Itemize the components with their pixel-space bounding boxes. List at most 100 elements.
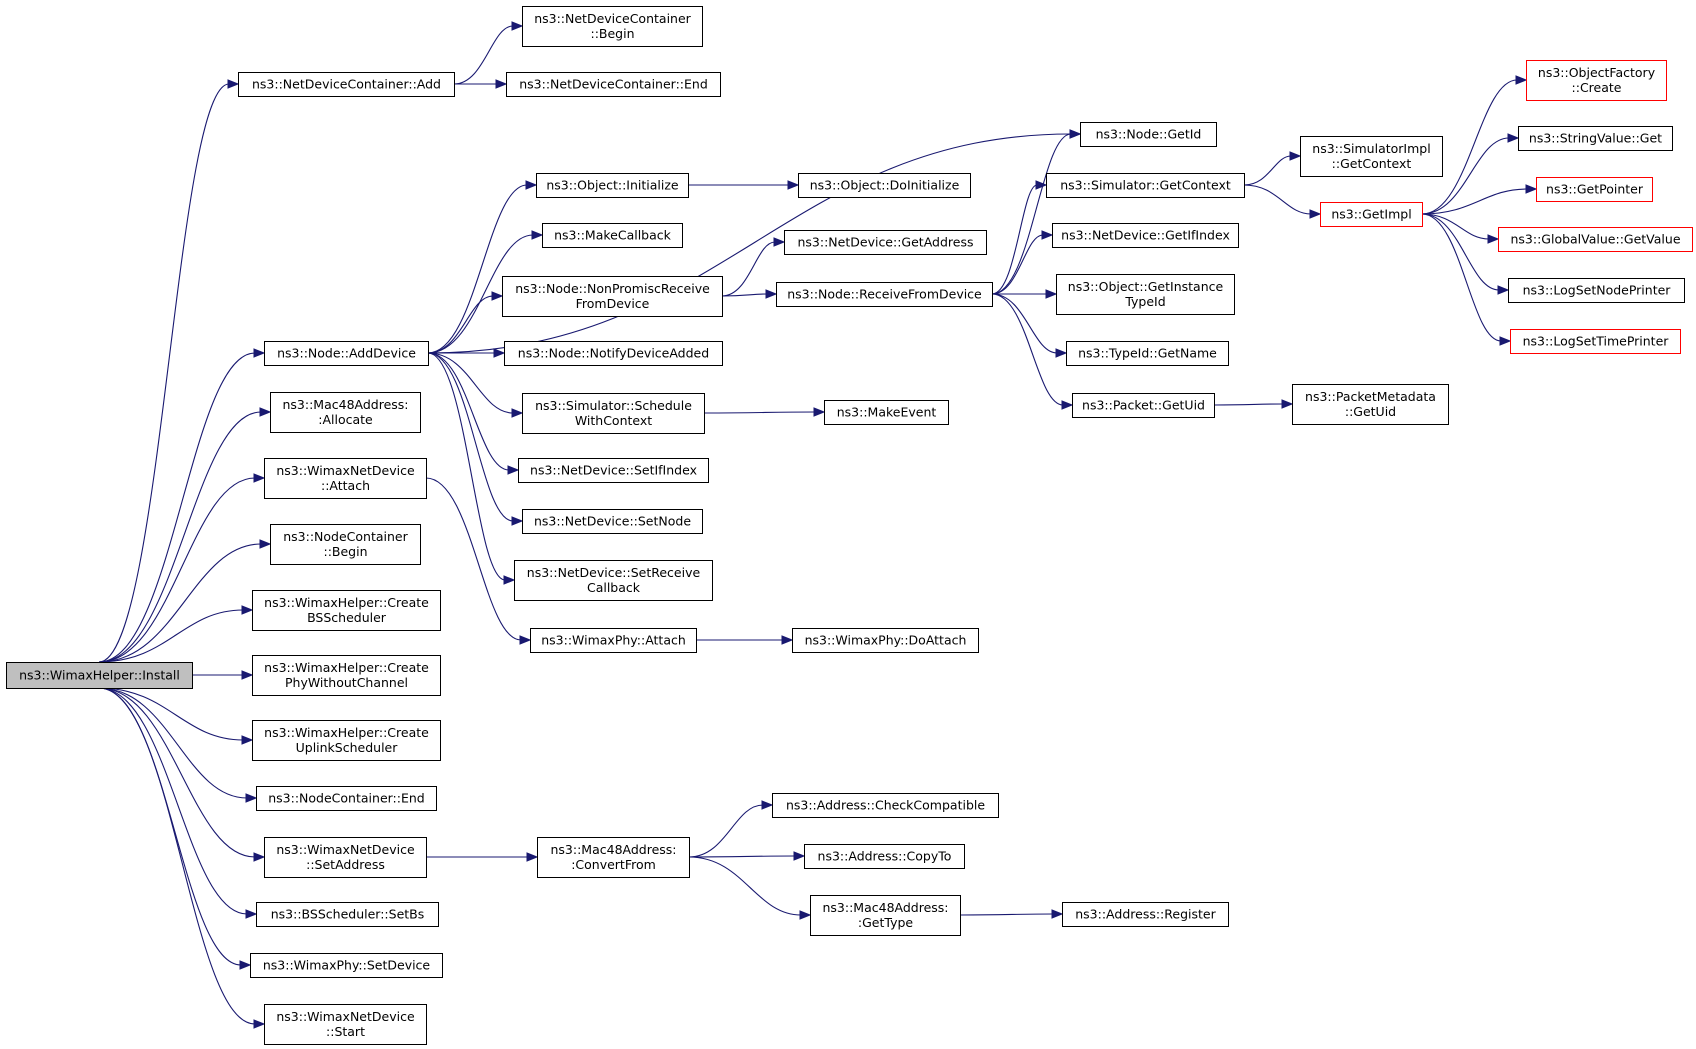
edge-wnd_attach-to-wphy_attach bbox=[425, 477, 522, 641]
node-packet-getuid[interactable]: ns3::Packet::GetUid bbox=[1072, 393, 1215, 418]
node-box bbox=[824, 400, 949, 425]
node-addr-check[interactable]: ns3::Address::CheckCompatible bbox=[772, 793, 999, 818]
node-objfactory[interactable]: ns3::ObjectFactory::Create bbox=[1526, 60, 1667, 101]
node-nc-begin[interactable]: ns3::NodeContainer::Begin bbox=[270, 524, 421, 565]
node-ndc-add[interactable]: ns3::NetDeviceContainer::Add bbox=[238, 72, 455, 97]
node-stringvalue[interactable]: ns3::StringValue::Get bbox=[1518, 126, 1673, 151]
node-wnd-attach[interactable]: ns3::WimaxNetDevice::Attach bbox=[264, 458, 427, 499]
node-getimpl[interactable]: ns3::GetImpl bbox=[1320, 202, 1423, 227]
edge-arrowhead bbox=[507, 465, 520, 475]
node-nd-setifindex[interactable]: ns3::NetDevice::SetIfIndex bbox=[518, 458, 709, 483]
node-getpointer[interactable]: ns3::GetPointer bbox=[1536, 177, 1653, 202]
node-label: ns3::Mac48Address: bbox=[282, 397, 408, 412]
edge-sim_getcontext-to-getimpl bbox=[1243, 184, 1312, 215]
node-label: ns3::Node::NotifyDeviceAdded bbox=[518, 346, 709, 361]
node-obj-doinit[interactable]: ns3::Object::DoInitialize bbox=[798, 173, 971, 198]
node-nd-getifindex[interactable]: ns3::NetDevice::GetIfIndex bbox=[1052, 223, 1239, 248]
node-sim-getcontext[interactable]: ns3::Simulator::GetContext bbox=[1046, 173, 1245, 198]
edge-arrowhead bbox=[1487, 234, 1500, 244]
node-node-recv[interactable]: ns3::Node::ReceiveFromDevice bbox=[776, 282, 993, 307]
edge-arrowhead bbox=[1525, 184, 1538, 194]
edge-arrowhead bbox=[253, 473, 266, 483]
node-label: ::Begin bbox=[590, 26, 634, 41]
node-box bbox=[252, 590, 441, 631]
edge-getimpl-to-logtime bbox=[1421, 213, 1502, 342]
node-bss-setbs[interactable]: ns3::BSScheduler::SetBs bbox=[256, 902, 439, 927]
node-box bbox=[514, 560, 713, 601]
node-box bbox=[256, 786, 437, 811]
edge-arrowhead bbox=[1055, 348, 1068, 358]
node-label: WithContext bbox=[575, 413, 652, 428]
edge-arrowhead bbox=[813, 407, 826, 417]
node-pm-getuid[interactable]: ns3::PacketMetadata::GetUid bbox=[1292, 384, 1449, 425]
node-addr-register[interactable]: ns3::Address::Register bbox=[1062, 902, 1229, 927]
edge-arrowhead bbox=[773, 237, 786, 247]
edge-arrowhead bbox=[1289, 151, 1302, 161]
node-node-adddevice[interactable]: ns3::Node::AddDevice bbox=[264, 341, 429, 366]
edge-arrowhead bbox=[245, 909, 258, 919]
node-wh-phy[interactable]: ns3::WimaxHelper::CreatePhyWithoutChanne… bbox=[252, 655, 441, 696]
node-wnd-setaddress[interactable]: ns3::WimaxNetDevice::SetAddress bbox=[264, 837, 427, 878]
node-box bbox=[804, 844, 965, 869]
node-label: ns3::NetDevice::SetNode bbox=[534, 514, 691, 529]
node-ndc-end[interactable]: ns3::NetDeviceContainer::End bbox=[506, 72, 721, 97]
node-label: ns3::Node::NonPromiscReceive bbox=[515, 281, 710, 296]
node-box bbox=[1300, 136, 1443, 177]
node-makeevent[interactable]: ns3::MakeEvent bbox=[824, 400, 949, 425]
node-label: :Allocate bbox=[318, 412, 373, 427]
edge-install-to-nc_end bbox=[98, 687, 248, 799]
edge-sim_getcontext-to-simimpl_getcontext bbox=[1243, 155, 1292, 186]
node-logtime[interactable]: ns3::LogSetTimePrinter bbox=[1510, 329, 1681, 354]
node-label: ::GetContext bbox=[1332, 156, 1412, 171]
node-wphy-doattach[interactable]: ns3::WimaxPhy::DoAttach bbox=[792, 628, 979, 653]
node-wnd-start[interactable]: ns3::WimaxNetDevice::Start bbox=[264, 1004, 427, 1045]
node-box bbox=[264, 1004, 427, 1045]
node-box bbox=[522, 393, 705, 434]
edge-install-to-wnd_setaddress bbox=[98, 687, 256, 858]
node-label: ns3::WimaxPhy::Attach bbox=[541, 633, 686, 648]
node-obj-init[interactable]: ns3::Object::Initialize bbox=[536, 173, 689, 198]
node-label: ns3::Object::GetInstance bbox=[1068, 279, 1224, 294]
node-label: ns3::Simulator::Schedule bbox=[535, 398, 692, 413]
node-node-getid[interactable]: ns3::Node::GetId bbox=[1080, 122, 1217, 147]
node-label: ns3::NetDeviceContainer bbox=[534, 11, 691, 26]
node-node-notify[interactable]: ns3::Node::NotifyDeviceAdded bbox=[504, 341, 723, 366]
edge-arrowhead bbox=[245, 793, 258, 803]
node-box bbox=[518, 458, 709, 483]
node-box bbox=[506, 72, 721, 97]
node-wphy-attach[interactable]: ns3::WimaxPhy::Attach bbox=[530, 628, 697, 653]
node-mac-allocate[interactable]: ns3::Mac48Address::Allocate bbox=[270, 392, 421, 433]
node-simimpl-getcontext[interactable]: ns3::SimulatorImpl::GetContext bbox=[1300, 136, 1443, 177]
node-ndc-begin[interactable]: ns3::NetDeviceContainer::Begin bbox=[522, 6, 703, 47]
edge-node_nonprom-to-nd_getaddress bbox=[721, 241, 776, 297]
edge-arrowhead bbox=[259, 407, 272, 417]
node-label: ns3::WimaxPhy::SetDevice bbox=[263, 958, 431, 973]
node-label: ::Start bbox=[326, 1024, 365, 1039]
edge-arrowhead bbox=[503, 575, 516, 585]
node-addr-copyto[interactable]: ns3::Address::CopyTo bbox=[804, 844, 965, 869]
node-box bbox=[6, 662, 193, 689]
edge-install-to-ndc_add bbox=[98, 83, 230, 663]
node-typeid-getname[interactable]: ns3::TypeId::GetName bbox=[1066, 341, 1229, 366]
node-wphy-setdevice[interactable]: ns3::WimaxPhy::SetDevice bbox=[250, 953, 443, 978]
edge-node_recv-to-sim_getcontext bbox=[991, 184, 1038, 295]
edge-arrowhead bbox=[1309, 209, 1322, 219]
node-globalvalue[interactable]: ns3::GlobalValue::GetValue bbox=[1498, 227, 1693, 252]
node-box bbox=[1320, 202, 1423, 227]
node-nd-getaddress[interactable]: ns3::NetDevice::GetAddress bbox=[784, 230, 987, 255]
node-nd-setnode[interactable]: ns3::NetDevice::SetNode bbox=[522, 509, 703, 534]
node-label: ::GetUid bbox=[1345, 404, 1396, 419]
node-install[interactable]: ns3::WimaxHelper::Install bbox=[6, 662, 193, 689]
node-label: ::Create bbox=[1572, 80, 1622, 95]
node-makecallback[interactable]: ns3::MakeCallback bbox=[542, 223, 683, 248]
node-mac-convert[interactable]: ns3::Mac48Address::ConvertFrom bbox=[537, 837, 690, 878]
node-lognode[interactable]: ns3::LogSetNodePrinter bbox=[1508, 278, 1685, 303]
node-nc-end[interactable]: ns3::NodeContainer::End bbox=[256, 786, 437, 811]
node-mac-gettype[interactable]: ns3::Mac48Address::GetType bbox=[810, 895, 961, 936]
